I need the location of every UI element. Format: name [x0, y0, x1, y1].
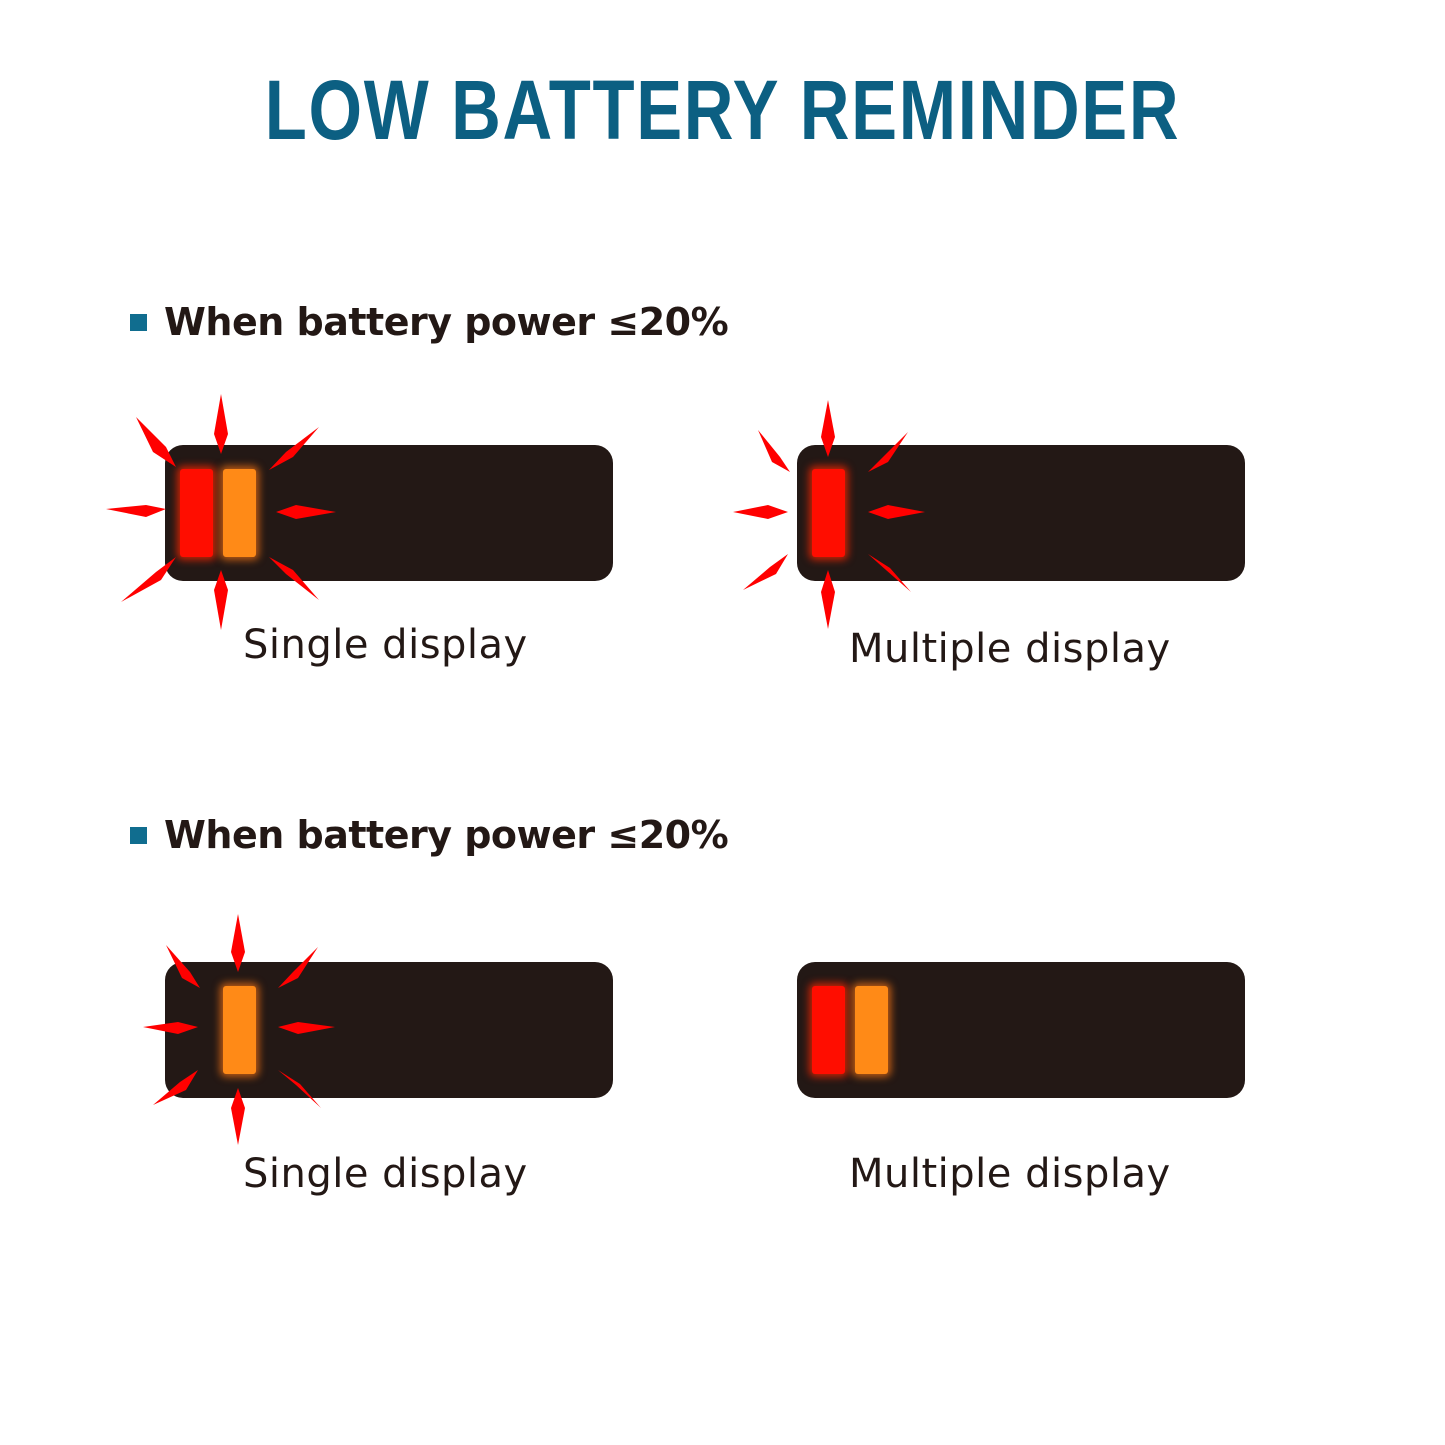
section-heading-1: When battery power ≤20% [130, 297, 729, 347]
battery-indicator-single-1 [165, 445, 613, 581]
caption-multiple-display: Multiple display [849, 1151, 1171, 1197]
segment-red [180, 469, 213, 557]
section-heading-2: When battery power ≤20% [130, 810, 729, 860]
caption-single-display: Single display [243, 622, 528, 668]
segment-red [812, 469, 845, 557]
bullet-square-icon [130, 313, 147, 331]
battery-indicator-multiple-2 [797, 962, 1245, 1098]
bullet-square-icon [130, 826, 147, 844]
caption-multiple-display: Multiple display [849, 626, 1171, 672]
segment-red [812, 986, 845, 1074]
page-title: LOW BATTERY REMINDER [264, 63, 1181, 157]
section-heading-text: When battery power ≤20% [164, 813, 729, 857]
segment-orange [223, 986, 256, 1074]
section-heading-text: When battery power ≤20% [164, 300, 729, 344]
caption-single-display: Single display [243, 1151, 528, 1197]
segment-orange [855, 986, 888, 1074]
segment-orange [223, 469, 256, 557]
battery-indicator-single-2 [165, 962, 613, 1098]
